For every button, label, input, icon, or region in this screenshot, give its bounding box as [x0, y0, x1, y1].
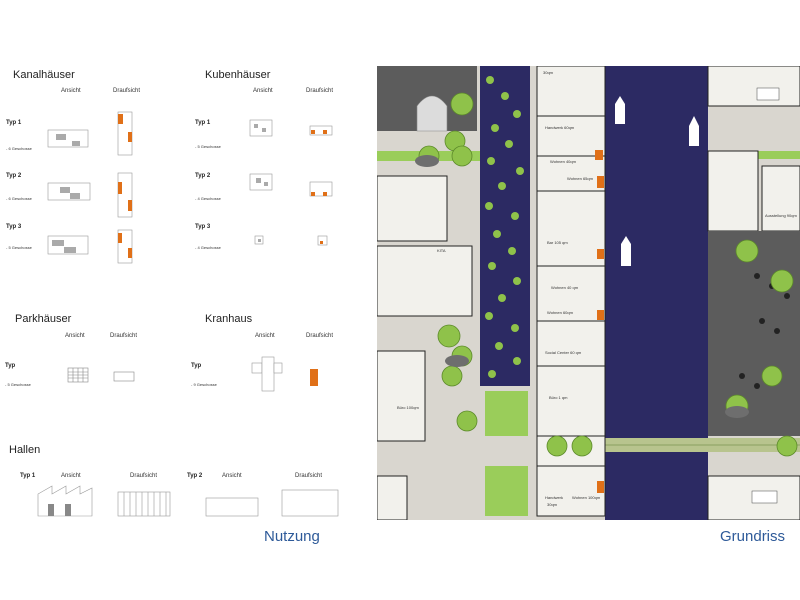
park-col-draufsicht: Draufsicht [110, 333, 138, 339]
park-col-ansicht: Ansicht [65, 333, 85, 339]
hallen-col-ansicht: Ansicht [61, 473, 81, 479]
kanal-typ2-geschosse: - 6 Geschosse [6, 196, 32, 201]
label-wohnen-4: Wohnen 60qm [547, 310, 573, 315]
label-kita: KITA [437, 248, 446, 253]
kanal-typ1-ansicht [47, 129, 89, 148]
label-ausstellung: Ausstellung 90qm [765, 213, 797, 218]
kran-ansicht-left [251, 362, 263, 374]
hallen-typ2-ansicht [205, 497, 259, 517]
kanalhaeuser-title: Kanalhäuser [13, 69, 75, 81]
label-bar: Bar 105 qm [547, 240, 568, 245]
park-draufsicht [113, 371, 135, 382]
label-wohnen-5: Wohnen 100qm [572, 495, 601, 500]
hallen-col-draufsicht2: Draufsicht [295, 473, 323, 479]
label-buero-2: Büro 100qm [397, 405, 419, 410]
kuben-col-draufsicht: Draufsicht [306, 88, 334, 94]
kanal-typ3-geschosse: - 5 Geschosse [6, 245, 32, 250]
kuben-diagrams [249, 119, 333, 246]
kanal-col-draufsicht: Draufsicht [113, 88, 141, 94]
hallen-col-ansicht2: Ansicht [222, 473, 242, 479]
label-buero-1: Büro 1 qm [549, 395, 568, 400]
kanal-diagrams [47, 111, 133, 264]
kanal-typ1-label: Typ 1 [6, 120, 22, 126]
kran-diagrams [251, 356, 318, 392]
label-handwerk-2b: 30qm [547, 502, 558, 507]
kanal-typ1-geschosse: - 6 Geschosse [6, 146, 32, 151]
label-social-center: Social Center 60 qm [545, 350, 582, 355]
kuben-typ2-label: Typ 2 [195, 173, 211, 179]
grundriss-footer: Grundriss [720, 528, 786, 545]
hallen-diagrams [37, 485, 339, 517]
kuben-typ1-label: Typ 1 [195, 120, 211, 126]
label-wohnen-2: Wohnen 65qm [567, 176, 593, 181]
label-handwerk-2: Handwerk [545, 495, 564, 500]
kuben-col-ansicht: Ansicht [253, 88, 273, 94]
label-wohnen-3: Wohnen 40 qm [551, 285, 579, 290]
kranhaus-title: Kranhaus [205, 313, 253, 325]
hallen-typ2-label: Typ 2 [187, 473, 203, 479]
kran-typ-label: Typ [191, 363, 202, 369]
kanal-typ3-label: Typ 3 [6, 224, 22, 230]
kran-draufsicht [310, 369, 318, 386]
nutzung-footer: Nutzung [264, 528, 320, 545]
parking-area [708, 231, 800, 436]
hallen-typ1-draufsicht [117, 491, 171, 517]
kuben-typ1-ansicht [249, 119, 273, 137]
hallen-typ2-draufsicht [281, 489, 339, 517]
parkhaeuser-title: Parkhäuser [15, 313, 72, 325]
site-plan-drawing [377, 66, 800, 520]
kran-col-ansicht: Ansicht [255, 333, 275, 339]
park-geschosse: - 5 Geschosse [5, 382, 31, 387]
kuben-typ2-geschosse: - 4 Geschosse [195, 196, 221, 201]
label-wohnen-1: Wohnen 40qm [550, 159, 576, 164]
hallen-title: Hallen [9, 444, 41, 456]
hallen-col-draufsicht: Draufsicht [130, 473, 158, 479]
kuben-typ1-draufsicht [309, 125, 333, 136]
hallen-typ1-label: Typ 1 [20, 473, 36, 479]
kanal-typ2-label: Typ 2 [6, 173, 22, 179]
planted-canal [480, 66, 530, 386]
kuben-typ3-geschosse: - 4 Geschosse [195, 245, 221, 250]
label-30qm: 30qm [543, 70, 554, 75]
kubenhaeuser-title: Kubenhäuser [205, 69, 271, 81]
kuben-typ1-geschosse: - 5 Geschosse [195, 144, 221, 149]
park-diagrams [67, 367, 135, 383]
kran-col-draufsicht: Draufsicht [306, 333, 334, 339]
kanal-col-ansicht: Ansicht [61, 88, 81, 94]
park-typ-label: Typ [5, 363, 16, 369]
kuben-typ3-draufsicht [317, 235, 328, 246]
kuben-typ3-label: Typ 3 [195, 224, 211, 230]
kran-geschosse: - 9 Geschosse [191, 382, 217, 387]
grundriss-plan: 30qm Handwerk 60qm Wohnen 40qm Wohnen 65… [377, 66, 800, 520]
label-handwerk-1: Handwerk 60qm [545, 125, 575, 130]
